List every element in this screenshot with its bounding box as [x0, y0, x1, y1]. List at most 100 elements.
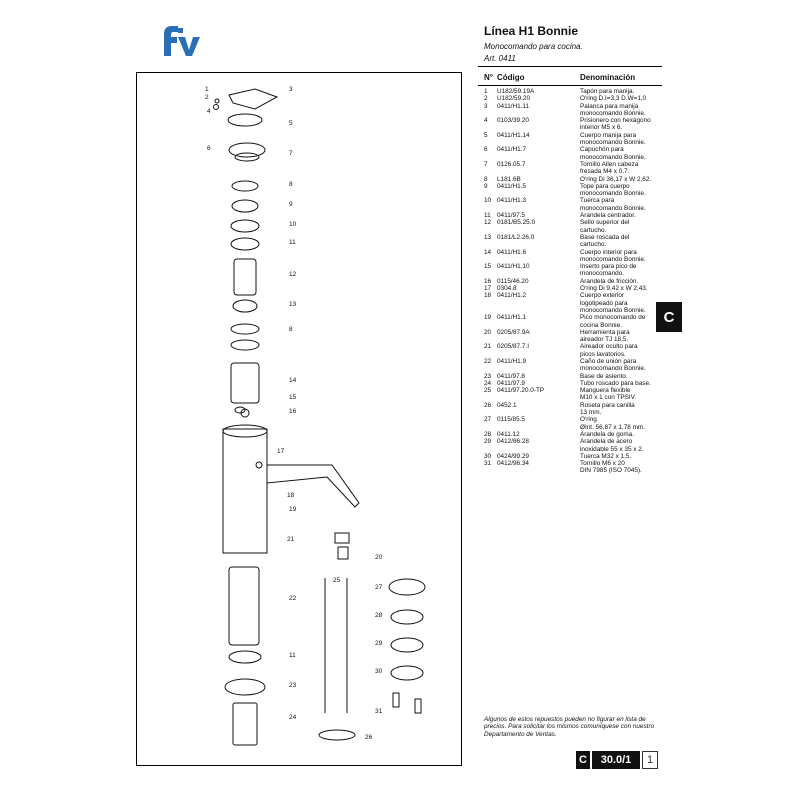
callout-label: 11 — [289, 652, 296, 659]
table-row: ØInt. 56,87 x 1,78 mm. — [484, 424, 664, 431]
row-number: 15 — [484, 263, 492, 271]
row-code: 0411/H1.10 — [497, 263, 530, 271]
row-description: Tuerca M32 x 1,5. — [580, 452, 632, 460]
row-description: O'ring — [580, 416, 597, 424]
callout-label: 20 — [375, 554, 383, 561]
row-description: monocomando Bonnie. — [580, 306, 646, 314]
row-description: Tornillo Allen cabeza — [580, 160, 639, 168]
row-number — [484, 154, 497, 161]
table-row: logotipeado para — [484, 300, 664, 307]
row-number: 4 — [484, 117, 488, 125]
row-number — [484, 394, 497, 401]
row-number — [484, 139, 497, 146]
row-code: 0412/96.34 — [497, 460, 529, 468]
row-description: Sello superior del — [580, 219, 630, 227]
row-code: U182/59.19A — [497, 88, 535, 95]
row-number: 10 — [484, 197, 492, 205]
row-number — [484, 270, 497, 277]
row-number — [484, 300, 497, 307]
row-number — [484, 205, 497, 212]
row-code: 0452.1 — [497, 401, 517, 409]
table-row: monocomando Bonnie. — [484, 190, 664, 197]
row-code — [497, 446, 580, 453]
row-number: 28 — [484, 430, 492, 438]
row-description: Roseta para canilla — [580, 401, 635, 409]
part-inserto — [234, 406, 246, 414]
row-number: 21 — [484, 343, 492, 351]
callout-label: 6 — [207, 145, 211, 152]
row-number: 30 — [484, 452, 492, 460]
row-code: 0411/H1.5 — [497, 182, 527, 190]
row-number — [484, 168, 497, 175]
row-number: 31 — [484, 460, 492, 468]
callout-label: 19 — [289, 506, 297, 513]
logo-f-shape — [164, 26, 178, 56]
row-number: 20 — [484, 328, 492, 336]
row-number — [484, 424, 497, 431]
row-code: 0411/H1.11 — [497, 102, 530, 110]
row-number — [484, 351, 497, 358]
part-arandela-acero — [390, 637, 424, 653]
row-number — [484, 446, 497, 453]
row-code — [497, 139, 580, 146]
row-number: 27 — [484, 416, 492, 424]
row-code — [497, 270, 580, 277]
row-number: 7 — [484, 160, 488, 168]
row-code — [497, 110, 580, 117]
row-code: 0205/87.9A — [497, 328, 530, 336]
row-description: O'ring D.I=3,3 D.W=1,0 — [580, 95, 647, 103]
row-number: 1 — [484, 88, 488, 95]
part-cap — [228, 142, 266, 158]
row-description: DIN 7985 (ISO 7045). — [580, 467, 642, 475]
row-number: 18 — [484, 292, 492, 300]
table-row: 13 mm. — [484, 409, 664, 416]
part-tornillo-a — [392, 692, 400, 708]
part-tope — [231, 199, 259, 213]
row-description: Tuerca para — [580, 197, 615, 205]
row-code — [497, 307, 580, 314]
page-section: C — [576, 751, 590, 769]
table-row: cartucho. — [484, 227, 664, 234]
row-code — [497, 168, 580, 175]
row-number: 19 — [484, 314, 492, 322]
row-code: L181.6B — [497, 175, 521, 183]
row-number: 11 — [484, 212, 491, 220]
table-row: M10 x 1 con TPSIV. — [484, 394, 664, 401]
table-row: monocomando. — [484, 270, 664, 277]
part-arandela — [230, 237, 260, 251]
callout-label: 3 — [289, 86, 293, 93]
row-code: 0411/97.8 — [497, 372, 525, 380]
part-herramienta — [334, 532, 350, 544]
row-description: Caño de unión para — [580, 357, 637, 365]
row-number: 22 — [484, 357, 492, 365]
row-number — [484, 256, 497, 263]
part-oring-small — [213, 104, 219, 110]
row-description: Aireador oculto para — [580, 343, 638, 351]
callout-label: 16 — [289, 408, 297, 415]
table-row: interior M5 x 6. — [484, 124, 664, 131]
row-number: 16 — [484, 277, 492, 285]
table-row: monocomando Bonnie. — [484, 256, 664, 263]
row-description: Tubo roscado para base. — [580, 379, 651, 387]
row-code: 0411/H1.6 — [497, 248, 527, 256]
page-sheet: 1 — [642, 751, 658, 769]
row-number — [484, 227, 497, 234]
row-code — [497, 394, 580, 401]
callout-label: 7 — [289, 150, 293, 157]
row-code: 0411/H1.7 — [497, 146, 527, 154]
row-number: 24 — [484, 379, 492, 387]
exploded-drawing: 1234567891011121381415161718192120221123… — [205, 86, 426, 746]
row-code: U182/59.20 — [497, 95, 531, 103]
row-description: picos lavatorios. — [580, 350, 626, 358]
row-code: 0304.8 — [497, 285, 517, 293]
row-code: 0411/97.5 — [497, 212, 525, 220]
